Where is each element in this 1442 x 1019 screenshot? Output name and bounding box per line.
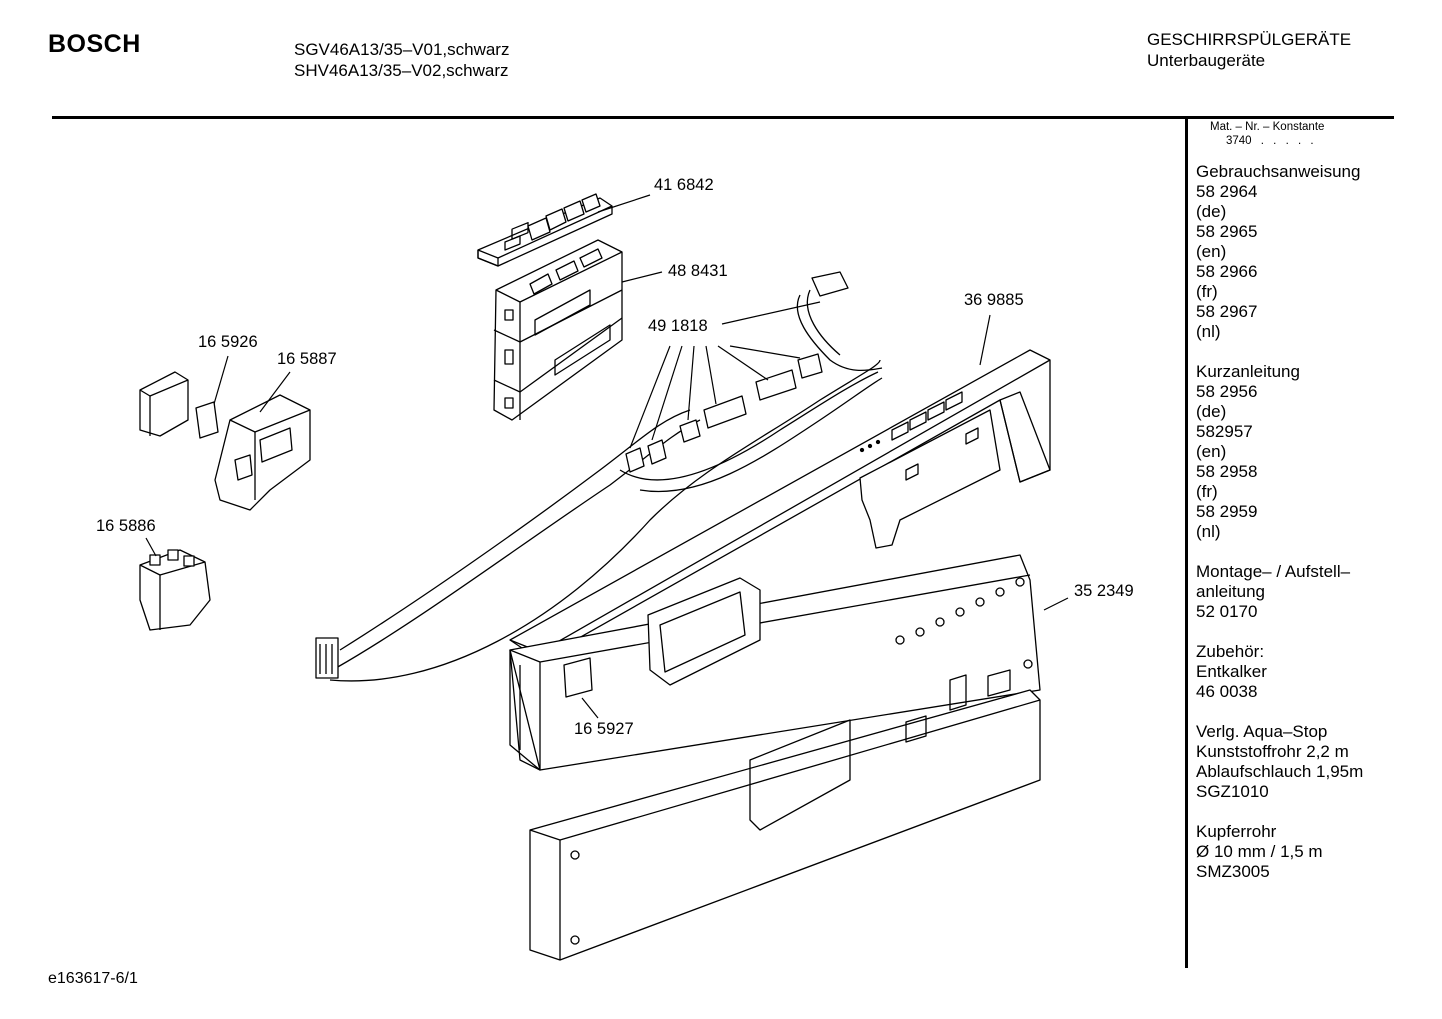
sidebar-group-heading: Verlg. Aqua–Stop <box>1196 722 1328 741</box>
sidebar-group-heading: Montage– / Aufstell– <box>1196 562 1351 581</box>
bracket-part <box>214 394 311 511</box>
exploded-parts-drawing <box>139 193 1069 961</box>
sidebar-group-line: 58 2956 <box>1196 382 1258 401</box>
sidebar-group-line: (en) <box>1196 442 1227 461</box>
matnr-dots: . . . . . <box>1260 135 1317 147</box>
leader-lines <box>145 194 1069 719</box>
sidebar-group-line: 58 2967 <box>1196 302 1258 321</box>
sidebar-group-line: (de) <box>1196 402 1227 421</box>
sidebar-group-line: (nl) <box>1196 322 1221 341</box>
terminal-block-part <box>139 549 211 631</box>
matnr-block: Mat. – Nr. – Konstante 3740 . . . . . <box>1210 120 1324 148</box>
sidebar-group-line: SMZ3005 <box>1196 862 1270 881</box>
sidebar-group-line: anleitung <box>1196 582 1266 601</box>
sidebar-group-line: 58 2966 <box>1196 262 1258 281</box>
sidebar-group-line: (fr) <box>1196 482 1218 501</box>
part-label-416842: 41 6842 <box>654 176 714 194</box>
sidebar-group-line: (de) <box>1196 202 1227 221</box>
cable-harness-part <box>315 271 883 682</box>
category-title: GESCHIRRSPÜLGERÄTE <box>1147 30 1352 49</box>
relay-cover-part <box>139 371 219 439</box>
sidebar-group-line: 58 2965 <box>1196 222 1258 241</box>
key-strip-part <box>477 193 613 267</box>
sidebar-group-line: (en) <box>1196 242 1227 261</box>
model-line-2: SHV46A13/35–V02,schwarz <box>294 61 509 80</box>
sidebar-group-line: 58 2958 <box>1196 462 1258 481</box>
sidebar-divider <box>1185 116 1188 968</box>
control-panel-frame-part <box>509 554 1041 961</box>
sidebar-group-line: (fr) <box>1196 282 1218 301</box>
sidebar-group-line: 58 2964 <box>1196 182 1258 201</box>
brand-logo: BOSCH <box>48 30 141 58</box>
part-label-491818: 49 1818 <box>648 317 708 335</box>
sidebar-group-line: 46 0038 <box>1196 682 1258 701</box>
part-label-165887: 16 5887 <box>277 350 337 368</box>
sidebar-group-heading: Kurzanleitung <box>1196 362 1300 381</box>
sidebar-group-line: (nl) <box>1196 522 1221 541</box>
front-panel-part <box>509 349 1051 661</box>
sidebar-group-heading: Gebrauchsanweisung <box>1196 162 1361 181</box>
sidebar-group-line: Ablaufschlauch 1,95m <box>1196 762 1364 781</box>
matnr-heading: Mat. – Nr. – Konstante <box>1210 121 1325 133</box>
part-label-488431: 48 8431 <box>668 262 728 280</box>
sidebar-group-line: Kunststoffrohr 2,2 m <box>1196 742 1349 761</box>
matnr-value: 3740 <box>1226 135 1252 147</box>
part-label-165886: 16 5886 <box>96 517 156 535</box>
control-module-part <box>493 239 623 421</box>
part-label-369885: 36 9885 <box>964 291 1024 309</box>
sidebar-group-line: 58 2959 <box>1196 502 1258 521</box>
sidebar-group-line: Ø 10 mm / 1,5 m <box>1196 842 1323 861</box>
matnr-row: 3740 . . . . . <box>1210 134 1324 148</box>
sidebar-group-heading: Zubehör: <box>1196 642 1265 661</box>
drawing-id: e163617-6/1 <box>48 970 138 987</box>
category-subtitle: Unterbaugeräte <box>1147 51 1266 70</box>
sidebar-group-line: 52 0170 <box>1196 602 1258 621</box>
part-label-165926: 16 5926 <box>198 333 258 351</box>
model-line-1: SGV46A13/35–V01,schwarz <box>294 40 510 59</box>
sidebar-group-line: SGZ1010 <box>1196 782 1269 801</box>
sidebar-group-line: 582957 <box>1196 422 1253 441</box>
part-label-165927: 16 5927 <box>574 720 634 738</box>
part-label-352349: 35 2349 <box>1074 582 1134 600</box>
sidebar-group-line: Entkalker <box>1196 662 1267 681</box>
header-divider <box>52 116 1394 119</box>
sidebar-group-heading: Kupferrohr <box>1196 822 1277 841</box>
